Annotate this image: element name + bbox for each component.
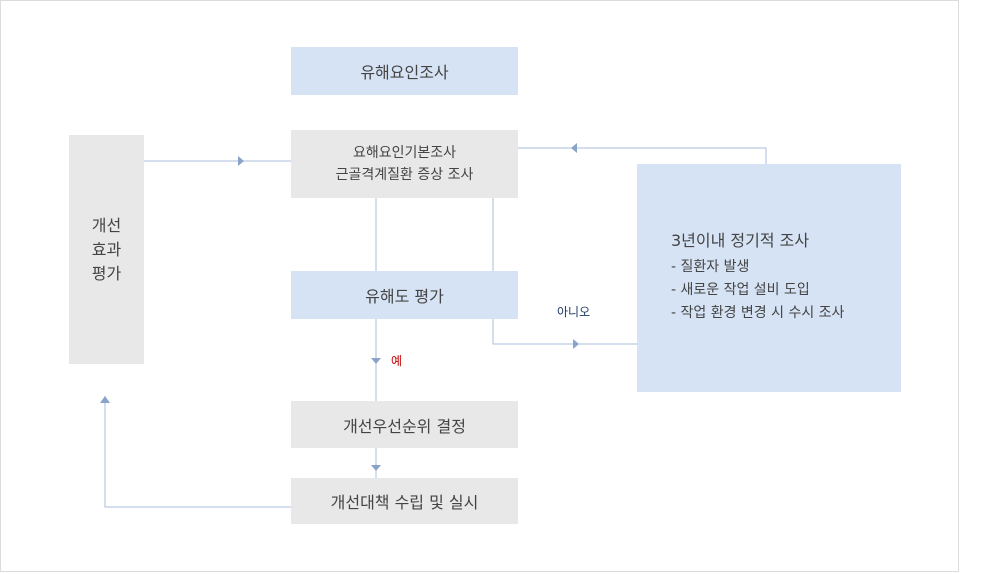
effect-line: 효과 — [91, 239, 122, 259]
box-basic-survey: 요해요인기본조사 근골격계질환 증상 조사 — [291, 130, 518, 198]
basic-survey-line2: 근골격계질환 증상 조사 — [335, 167, 474, 183]
label-yes: 예 — [391, 354, 403, 368]
effect-line: 평가 — [91, 263, 122, 283]
connector-implement-to-left — [104, 396, 291, 508]
label-no: 아니오 — [557, 305, 591, 319]
periodic-list: - 질환자 발생 - 새로운 작업 설비 도입 - 작업 환경 변경 시 수시 … — [671, 256, 844, 325]
periodic-item: - 새로운 작업 설비 도입 — [671, 282, 810, 298]
box-improvement-implement: 개선대책 수립 및 실시 — [291, 478, 518, 524]
effect-line: 개선 — [91, 215, 122, 235]
periodic-item: - 질환자 발생 — [671, 259, 750, 275]
box-improvement-priority: 개선우선순위 결정 — [291, 401, 518, 448]
connector-periodic-to-basic — [518, 147, 767, 164]
arrowhead-left-to-basic — [238, 156, 244, 166]
box-effect-evaluation: 개선 효과 평가 — [69, 135, 144, 364]
arrowhead-no — [573, 339, 579, 349]
diagram-frame — [0, 0, 959, 572]
box-periodic-survey: 3년이내 정기적 조사 - 질환자 발생 - 새로운 작업 설비 도입 - 작업… — [637, 164, 901, 392]
periodic-item: - 작업 환경 변경 시 수시 조사 — [671, 305, 845, 321]
connector-no-path — [492, 198, 637, 345]
arrowhead-up-left — [100, 396, 110, 403]
box-hazard-evaluation: 유해도 평가 — [291, 271, 518, 319]
periodic-title: 3년이내 정기적 조사 — [671, 231, 810, 250]
basic-survey-line1: 요해요인기본조사 — [352, 145, 457, 161]
arrowhead-priority — [371, 465, 381, 471]
arrowhead-periodic — [571, 143, 577, 153]
box-hazard-survey: 유해요인조사 — [291, 47, 518, 95]
arrowhead-yes — [371, 358, 381, 364]
